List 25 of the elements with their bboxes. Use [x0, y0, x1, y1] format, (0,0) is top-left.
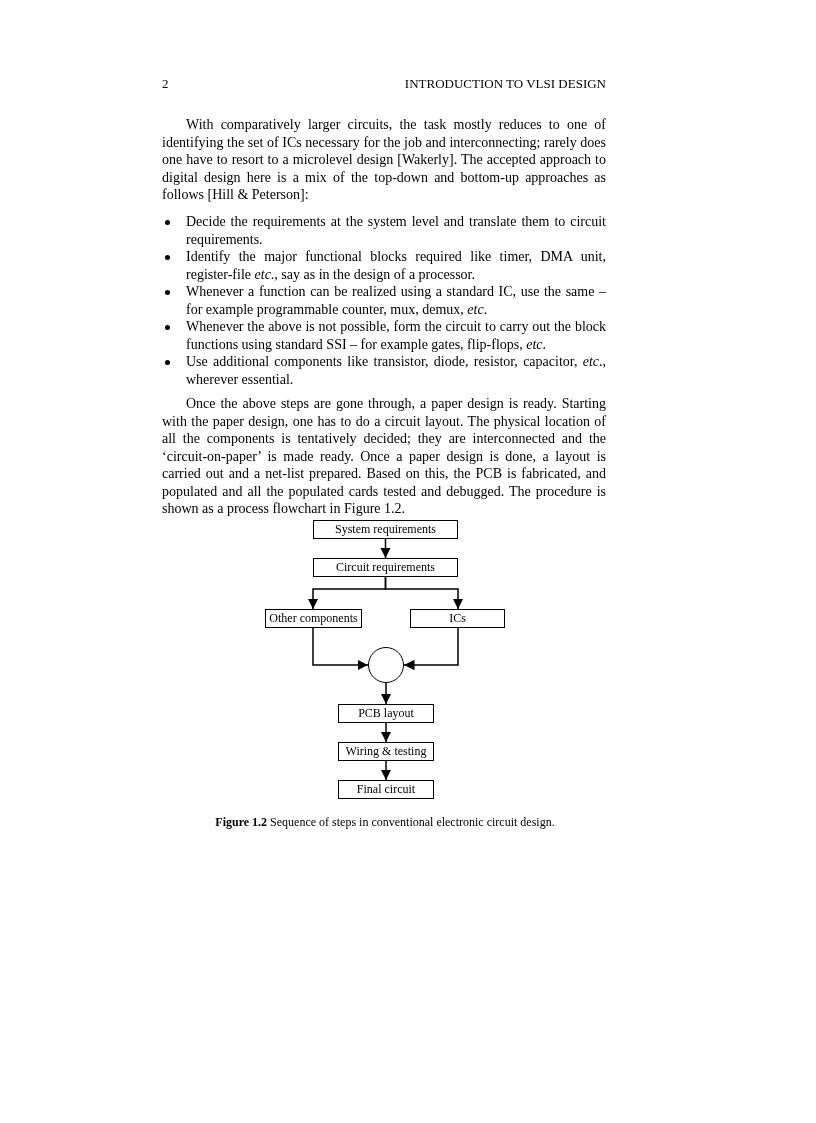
figure-caption: Figure 1.2 Sequence of steps in conventional electronic circuit design.: [214, 815, 556, 830]
junction-circle: [368, 647, 404, 683]
bullet-text: Identify the major functional blocks required like timer, DMA unit, register-file etc., say as in the design of a processor.: [186, 249, 606, 282]
arrow: [380, 682, 392, 705]
process-box: Circuit requirements: [313, 558, 458, 577]
arrow: [384, 576, 464, 610]
process-box: Final circuit: [338, 780, 434, 799]
arrow: [380, 760, 392, 781]
paragraph: With comparatively larger circuits, the task mostly reduces to one of identifying the set of ICs necessary for the job and interconnecting; rarely does one have to resort to a microlevel design [Wakerly]. The accepted approach to digital design here is a mix of the top-down and bottom-up approaches as follows [Hill & Peterson]:: [162, 116, 606, 204]
process-box: System requirements: [313, 520, 458, 539]
arrow: [380, 538, 391, 559]
process-box: Other components: [265, 609, 362, 628]
bullet-text: Decide the requirements at the system level and translate them to circuit requirements.: [186, 214, 606, 247]
bullet-text: Whenever a function can be realized using a standard IC, use the same –for example programmable counter, mux, demux, etc.: [186, 284, 606, 317]
bullet-text: Use additional components like transistor, diode, resistor, capacitor, etc., wherever essential.: [186, 354, 606, 387]
page-number: 2: [162, 76, 169, 92]
arrow: [403, 627, 459, 671]
process-box: ICs: [410, 609, 505, 628]
running-header: INTRODUCTION TO VLSI DESIGN: [404, 76, 606, 92]
arrow: [380, 722, 392, 743]
process-box: Wiring & testing: [338, 742, 434, 761]
paragraph: Once the above steps are gone through, a paper design is ready. Starting with the paper design, one has to do a circuit layout. The physical location of all the components is tentatively decided; they are interconnected and the ‘circuit-on-paper’ is made ready. Once a paper design is done, a layout is carried out and a net-list prepared. Based on this, the PCB is fabricated, and populated and all the populated cards tested and debugged. The procedure is shown as a process flowchart in Figure 1.2.: [162, 395, 606, 518]
arrow: [312, 627, 369, 671]
process-box: PCB layout: [338, 704, 434, 723]
bullet-text: Whenever the above is not possible, form the circuit to carry out the block functions using standard SSI – for example gates, flip-flops, etc.: [186, 319, 606, 352]
